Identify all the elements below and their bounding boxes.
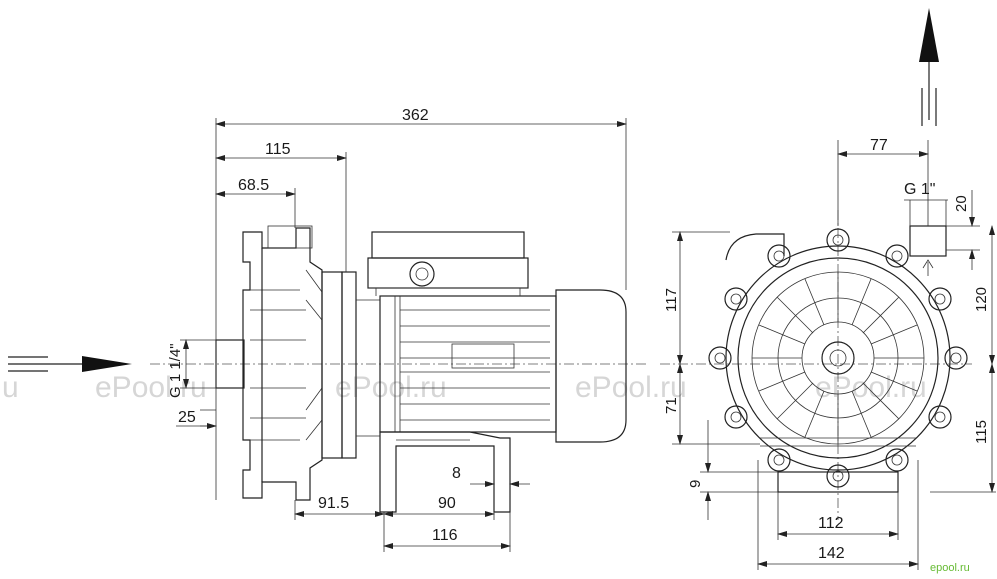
watermark-4: ePool.ru bbox=[815, 371, 927, 404]
dim-inlet-offset: 25 bbox=[178, 409, 196, 426]
watermark-2: ePool.ru bbox=[335, 371, 447, 404]
dim-height-71: 71 bbox=[663, 397, 680, 414]
dim-base-91-5: 91.5 bbox=[318, 495, 349, 512]
dim-length-68-5: 68.5 bbox=[238, 177, 269, 194]
dim-outlet-offset: 77 bbox=[870, 137, 888, 154]
outlet-flow-arrow bbox=[919, 8, 939, 126]
dim-outlet-thread: G 1" bbox=[904, 181, 935, 198]
side-view bbox=[150, 225, 648, 513]
dim-width-112: 112 bbox=[818, 515, 844, 532]
dim-base-90: 90 bbox=[438, 495, 456, 512]
watermark-logo: epool.ru bbox=[930, 562, 970, 574]
dim-outlet-20: 20 bbox=[953, 195, 970, 212]
inlet-flow-arrow bbox=[8, 356, 132, 372]
watermark-1: ePool.ru bbox=[95, 371, 207, 404]
side-view-dimensions: 362 115 68.5 G 1 1/4" 25 91.5 90 116 8 bbox=[167, 107, 627, 552]
watermark-row: u ePool.ru ePool.ru ePool.ru ePool.ru bbox=[2, 371, 927, 404]
dim-slot-8: 8 bbox=[452, 465, 461, 482]
front-view-dimensions: 77 G 1" 20 120 115 117 71 9 112 bbox=[663, 137, 996, 570]
dim-foot-9: 9 bbox=[687, 480, 704, 488]
dim-width-142: 142 bbox=[818, 545, 845, 562]
dim-inlet-thread: G 1 1/4" bbox=[167, 343, 184, 398]
watermark-fragment: u bbox=[2, 371, 19, 404]
dim-length-115: 115 bbox=[265, 141, 291, 158]
watermark-3: ePool.ru bbox=[575, 371, 687, 404]
front-view bbox=[660, 210, 972, 520]
dim-overall-length: 362 bbox=[402, 107, 429, 124]
dim-height-117: 117 bbox=[663, 288, 680, 312]
dim-base-116: 116 bbox=[432, 527, 458, 544]
dim-height-120: 120 bbox=[973, 287, 990, 312]
bolt-lugs bbox=[708, 228, 968, 488]
dim-height-115: 115 bbox=[973, 420, 990, 444]
